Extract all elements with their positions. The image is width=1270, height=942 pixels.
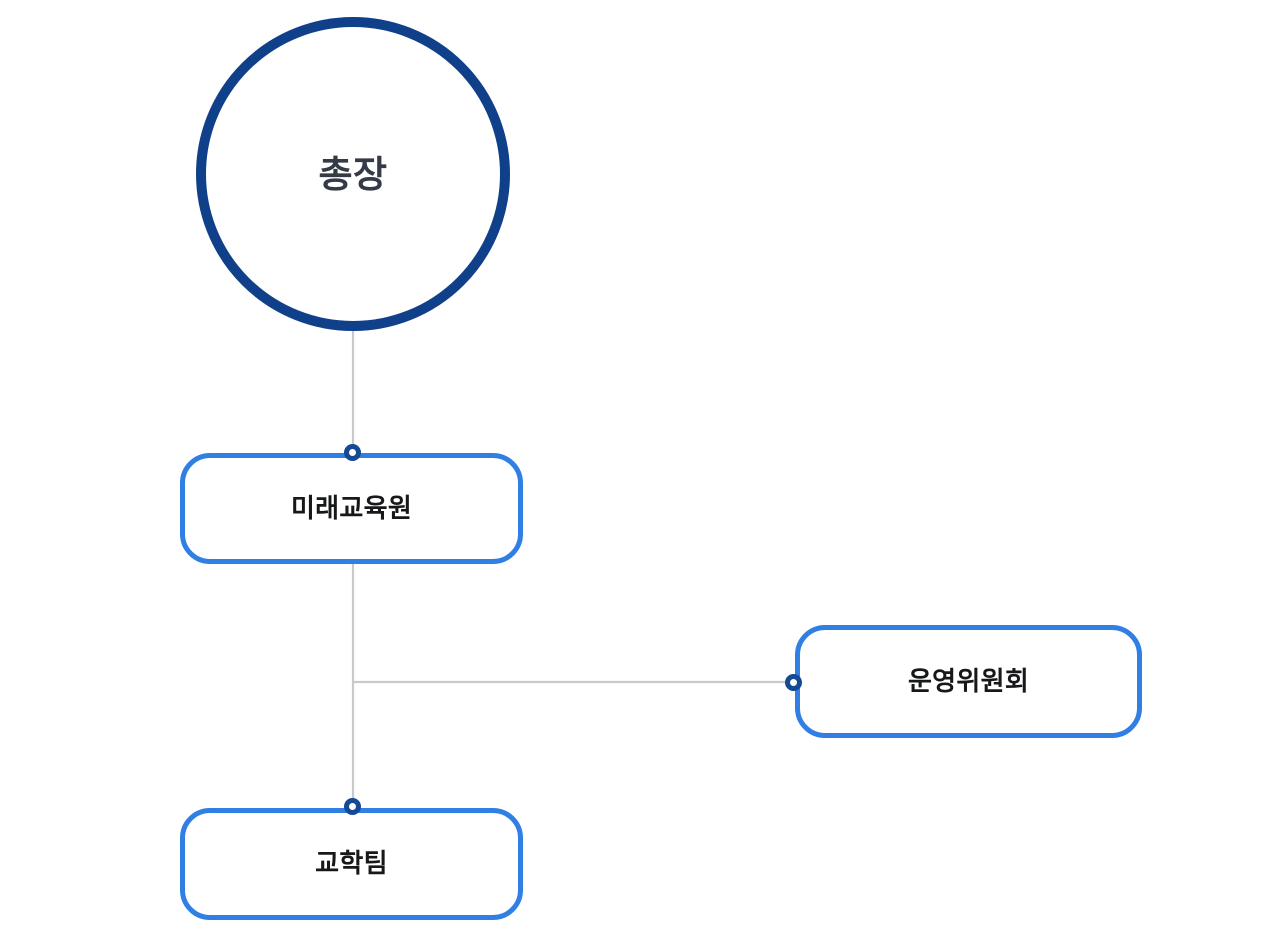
connector-port-dot-unyoung-left[interactable] <box>785 674 802 691</box>
org-node-unyoung-wiwonhoe[interactable]: 운영위원회 <box>795 625 1142 738</box>
org-node-label: 미래교육원 <box>290 493 413 524</box>
connector-port-dot-mirae-top[interactable] <box>344 444 361 461</box>
org-node-mirae-gyoyukwon[interactable]: 미래교육원 <box>180 453 523 564</box>
org-node-label: 운영위원회 <box>907 666 1030 697</box>
org-node-label: 교학팀 <box>315 849 388 879</box>
connector-port-dot-gyohak-top[interactable] <box>344 798 361 815</box>
org-node-chongjang[interactable]: 총장 <box>196 17 510 331</box>
org-node-label: 총장 <box>318 152 388 196</box>
org-node-gyohak-team[interactable]: 교학팀 <box>180 808 523 920</box>
